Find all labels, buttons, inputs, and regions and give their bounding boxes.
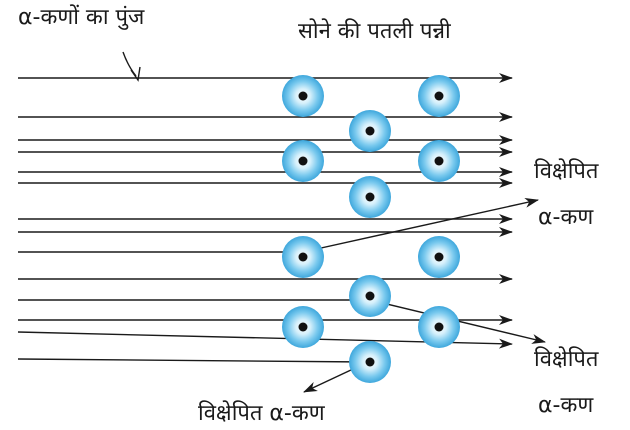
foil-label: सोने की पतली पन्नी [298,18,451,44]
incoming-ray [17,358,369,363]
scattered-lower-label-line1: विक्षेपित [534,346,599,372]
deflected-rays [17,197,546,393]
nucleus [282,236,324,278]
nucleus [418,75,460,117]
nucleus [282,75,324,117]
scattered-bottom-label: विक्षेपित α-कण [198,400,326,426]
nucleus [282,306,324,348]
nucleus [349,275,391,317]
beam-pointer-arrowhead [130,66,141,82]
nucleus [282,140,324,182]
nucleus [418,140,460,182]
nucleus [349,110,391,152]
scattered-upper-label-line2: α-कण [538,205,594,230]
undeflected-rays [18,73,513,325]
beam-label: α-कणों का पुंज [18,4,145,30]
nucleus [418,306,460,348]
nucleus [349,176,391,218]
nucleus [349,341,391,383]
scattered-ray-up [302,197,539,253]
beam-pointer-arrow [122,51,137,77]
scattered-lower-label-line2: α-कण [538,393,594,418]
nucleus [418,236,460,278]
scattered-upper-label-line1: विक्षेपित [534,158,599,184]
gold-nuclei [282,75,460,383]
